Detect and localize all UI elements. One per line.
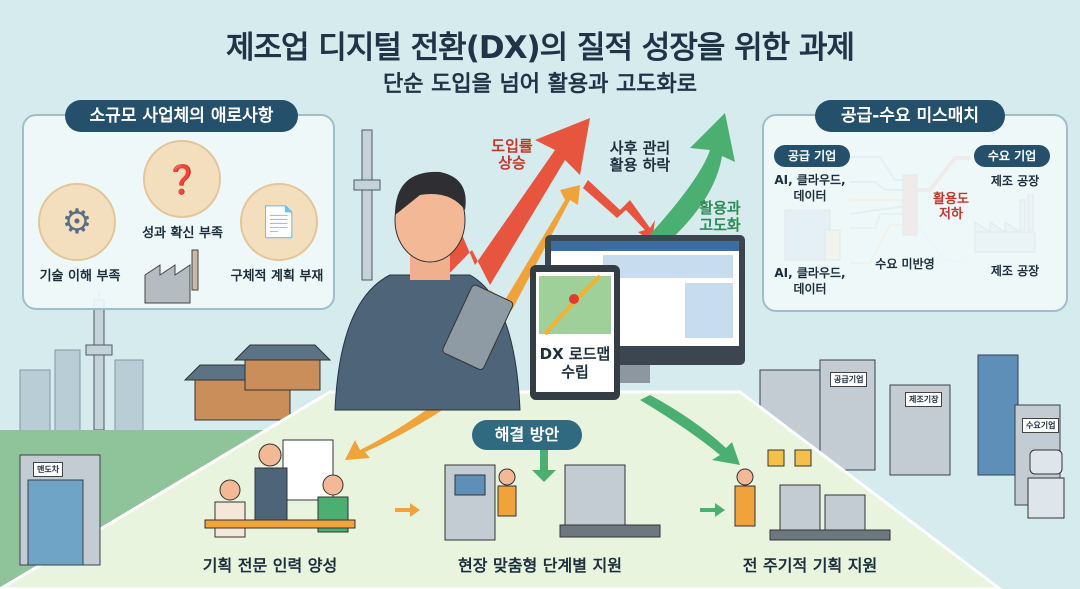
supply-company-badge: 공급 기업 xyxy=(774,145,850,167)
pain-point-label: 성과 확신 부족 xyxy=(142,226,223,241)
demand-item: 제조 공장 xyxy=(990,174,1040,188)
palace-icon xyxy=(183,344,332,421)
person-document-icon: 📄 xyxy=(240,183,318,261)
tower-icon xyxy=(85,129,381,431)
usage-decline-label: 사후 관리 활용 하락 xyxy=(609,139,671,174)
pain-point-label: 기술 이해 부족 xyxy=(39,269,121,284)
adoption-rise-label: 도입률 상승 xyxy=(491,137,533,172)
field-machine-icon xyxy=(444,464,661,541)
demand-company-badge: 수요 기업 xyxy=(974,145,1050,167)
advancement-label: 활용과 고도화 xyxy=(699,199,741,234)
demand-item: 제조 공장 xyxy=(990,264,1040,278)
green-arrow xyxy=(645,113,735,245)
decline-arrow xyxy=(583,180,655,242)
building-sign: 맨도차 xyxy=(33,462,64,477)
worker-person-icon xyxy=(334,171,521,411)
training-scene-icon xyxy=(204,439,356,538)
solutions-title: 해결 방안 xyxy=(472,420,582,450)
mismatch-title: 공급-수요 미스매치 xyxy=(815,100,1005,132)
pain-points-title: 소규모 사업체의 애로사항 xyxy=(65,100,298,132)
building-sign: 공급기업 xyxy=(830,372,868,387)
roadmap-tablet-icon xyxy=(530,265,620,400)
robot-icon xyxy=(1027,449,1065,519)
solution-label: 기획 전문 인력 양성 xyxy=(202,556,338,575)
solution-label: 전 주기적 기획 지원 xyxy=(742,556,878,575)
gears-icon: ⚙ xyxy=(38,183,116,261)
unreflected-demand-label: 수요 미반영 xyxy=(875,257,935,271)
solution-label: 현장 맞춤형 단계별 지원 xyxy=(458,556,622,575)
brain-money-icon: ❓ xyxy=(143,140,221,218)
page-subtitle: 단순 도입을 넘어 활용과 고도화로 xyxy=(383,72,697,97)
supply-item: AI, 클라우드, 데이터 xyxy=(774,173,846,203)
supply-item: AI, 클라우드, 데이터 xyxy=(774,266,846,296)
roadmap-label: DX 로드맵 수립 xyxy=(539,345,611,381)
pain-point-label: 구체적 계획 부재 xyxy=(230,269,324,284)
lifecycle-machine-icon xyxy=(734,449,891,541)
building-sign: 수요기업 xyxy=(1022,418,1060,433)
utilization-drop-label: 활용도 저하 xyxy=(933,192,969,222)
building-sign: 제조기장 xyxy=(905,392,943,407)
factory-icon xyxy=(144,249,199,304)
page-title: 제조업 디지털 전환(DX)의 질적 성장을 위한 과제 xyxy=(225,30,855,66)
